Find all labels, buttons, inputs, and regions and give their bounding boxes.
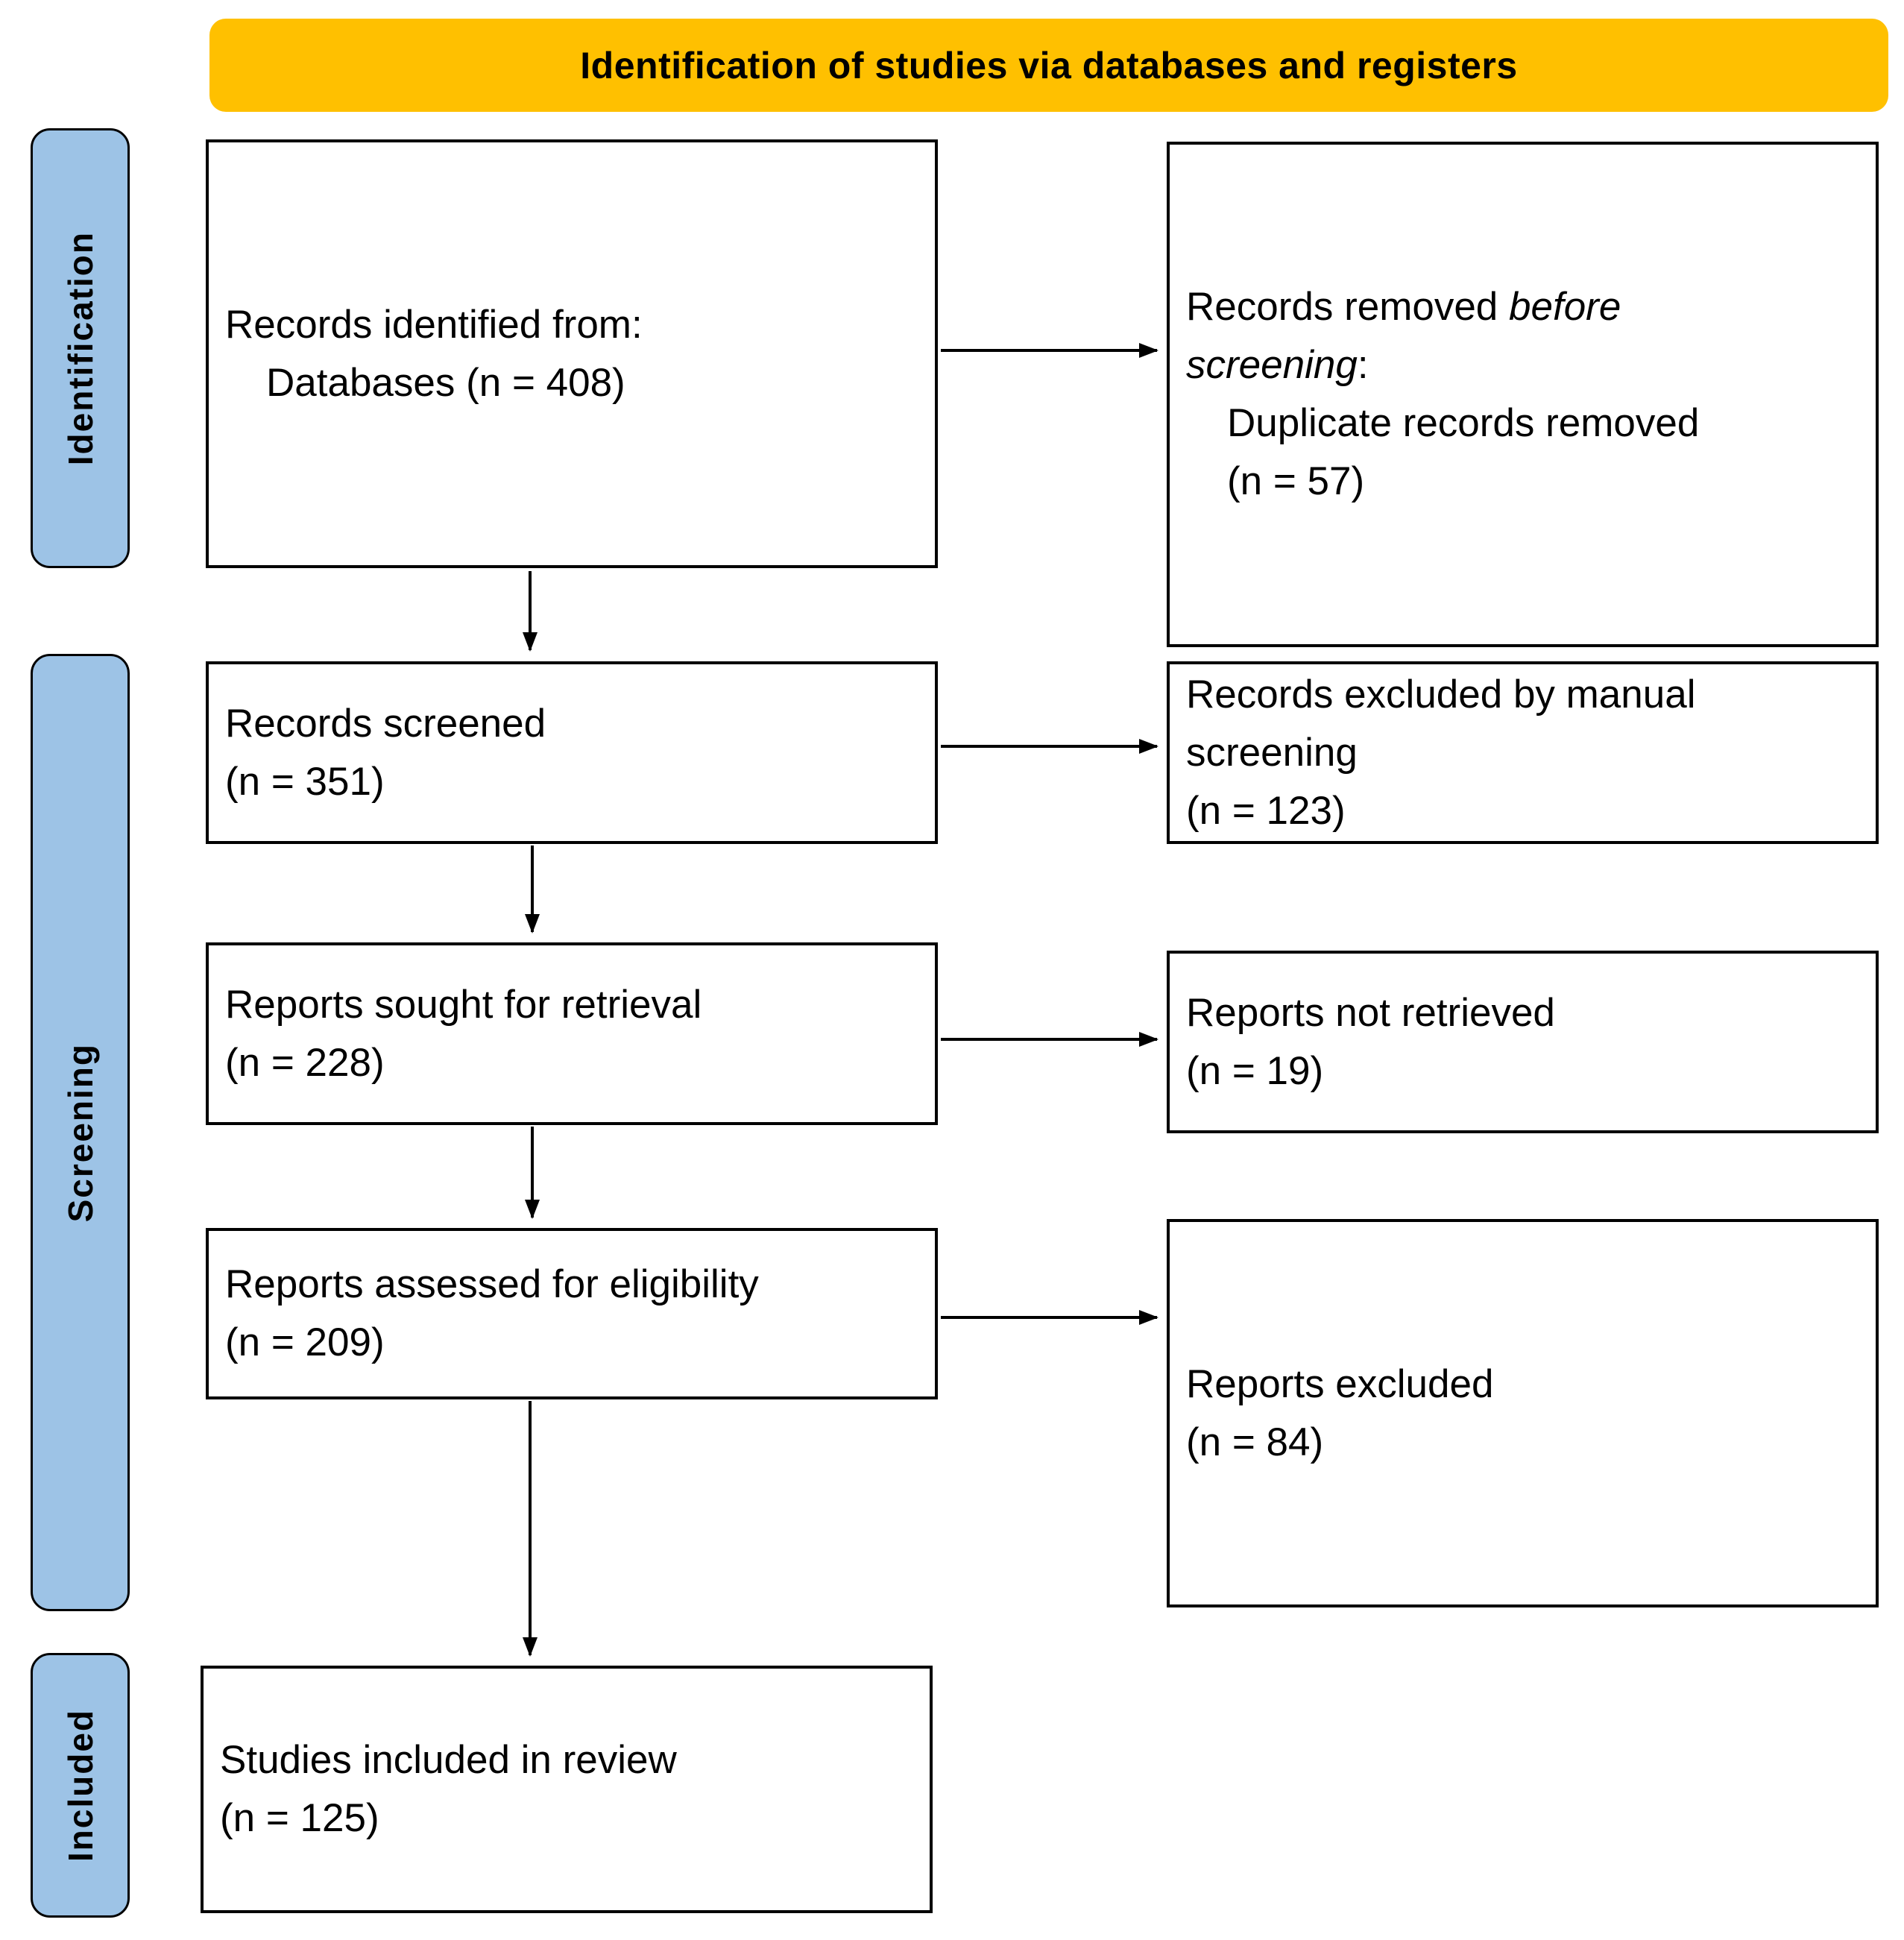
box-reports-excluded-line2: (n = 84) (1186, 1420, 1324, 1464)
box-records-removed-line3: (n = 57) (1227, 459, 1365, 503)
box-records-screened-line1: Records screened (225, 701, 546, 746)
box-reports-excluded: Reports excluded (n = 84) (1167, 1219, 1879, 1607)
box-records-excluded-manual-line2: (n = 123) (1186, 788, 1346, 833)
box-reports-assessed-line2: (n = 209) (225, 1320, 385, 1364)
box-reports-sought-line2: (n = 228) (225, 1040, 385, 1085)
box-records-screened: Records screened (n = 351) (206, 661, 938, 844)
box-studies-included-line2: (n = 125) (220, 1796, 379, 1840)
stage-label-included: Included (31, 1653, 130, 1918)
stage-label-screening-text: Screening (60, 1042, 100, 1223)
box-reports-not-retrieved-line1: Reports not retrieved (1186, 990, 1555, 1035)
box-records-removed-line1: Records removed before screening: (1186, 278, 1786, 394)
box-records-identified-line2: Databases (n = 408) (266, 360, 625, 405)
box-reports-sought-line1: Reports sought for retrieval (225, 982, 702, 1027)
stage-label-included-text: Included (60, 1708, 100, 1862)
box-reports-assessed: Reports assessed for eligibility (n = 20… (206, 1228, 938, 1399)
box-records-removed-line2: Duplicate records removed (1227, 401, 1700, 445)
removed-prefix-text: Records removed (1186, 285, 1510, 329)
stage-label-screening: Screening (31, 654, 130, 1611)
box-records-identified: Records identified from: Databases (n = … (206, 139, 938, 568)
removed-suffix-text: : (1357, 343, 1369, 387)
removed-italic-text: before screening (1186, 285, 1621, 387)
box-studies-included-line1: Studies included in review (220, 1738, 677, 1782)
stage-label-identification-text: Identification (60, 230, 100, 466)
box-records-excluded-manual: Records excluded by manual screening (n … (1167, 661, 1879, 844)
box-records-identified-line1: Records identified from: (225, 302, 643, 347)
box-reports-not-retrieved: Reports not retrieved (n = 19) (1167, 951, 1879, 1133)
box-reports-not-retrieved-line2: (n = 19) (1186, 1048, 1324, 1093)
header-title: Identification of studies via databases … (580, 44, 1518, 86)
box-reports-sought: Reports sought for retrieval (n = 228) (206, 942, 938, 1125)
box-records-screened-line2: (n = 351) (225, 759, 385, 804)
box-records-removed-before-screening: Records removed before screening: Duplic… (1167, 142, 1879, 647)
header-banner: Identification of studies via databases … (209, 19, 1888, 112)
box-studies-included: Studies included in review (n = 125) (201, 1666, 933, 1913)
stage-label-identification: Identification (31, 128, 130, 568)
box-reports-assessed-line1: Reports assessed for eligibility (225, 1262, 759, 1306)
box-reports-excluded-line1: Reports excluded (1186, 1361, 1494, 1406)
box-records-excluded-manual-line1: Records excluded by manual screening (1186, 672, 1696, 775)
